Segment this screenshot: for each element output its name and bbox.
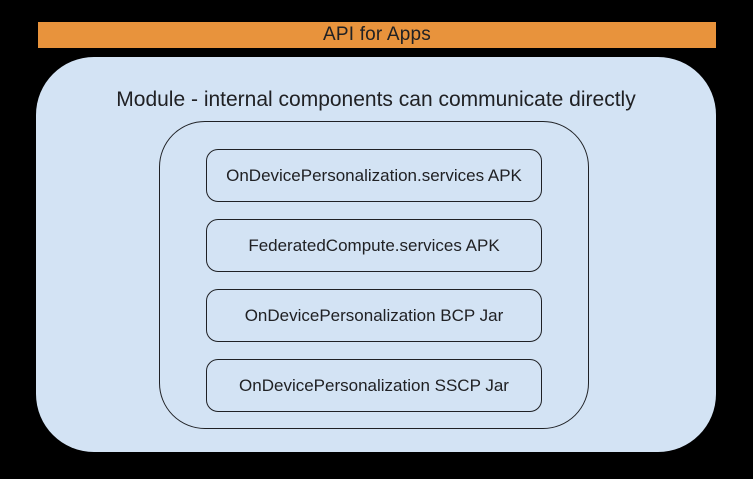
module-container: Module - internal components can communi… <box>36 57 716 452</box>
component-label: OnDevicePersonalization.services APK <box>226 165 522 185</box>
component-box-federatedcompute-services-apk: FederatedCompute.services APK <box>206 219 542 272</box>
api-for-apps-banner: API for Apps <box>38 22 716 48</box>
module-title: Module - internal components can communi… <box>116 88 636 111</box>
component-box-odp-sscp-jar: OnDevicePersonalization SSCP Jar <box>206 359 542 412</box>
api-for-apps-banner-label: API for Apps <box>322 24 431 45</box>
component-label: FederatedCompute.services APK <box>248 235 500 255</box>
component-label: OnDevicePersonalization BCP Jar <box>244 305 504 325</box>
module-inner-boundary: OnDevicePersonalization.services APK Fed… <box>159 121 589 429</box>
component-box-odp-services-apk: OnDevicePersonalization.services APK <box>206 149 542 202</box>
component-box-odp-bcp-jar: OnDevicePersonalization BCP Jar <box>206 289 542 342</box>
component-label: OnDevicePersonalization SSCP Jar <box>239 375 509 395</box>
